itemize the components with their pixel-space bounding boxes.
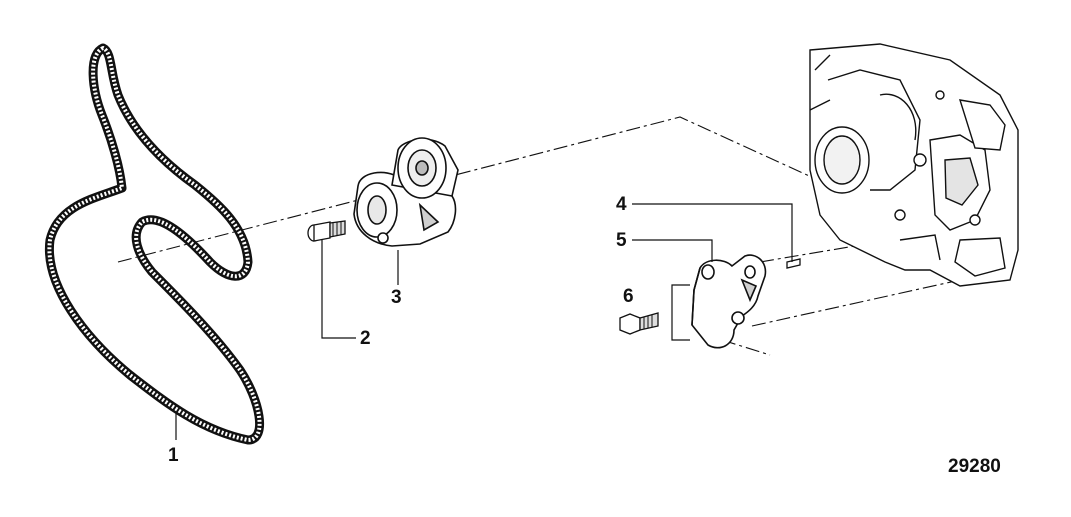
- callout-3: 3: [391, 287, 402, 308]
- callout-4: 4: [616, 194, 627, 215]
- alignment-line-bracket: [751, 279, 961, 327]
- leader-6-bracket: [671, 284, 690, 341]
- alignment-line-main: [117, 116, 819, 263]
- callout-5: 5: [616, 230, 627, 251]
- engine-front-cover: [809, 43, 1019, 287]
- callout-1: 1: [168, 445, 179, 466]
- tensioner-bolt: [307, 220, 346, 242]
- leader-5: [632, 239, 713, 262]
- callout-2: 2: [360, 328, 371, 349]
- dowel-pin: [786, 258, 801, 269]
- callout-leaders: [175, 203, 793, 440]
- leader-4: [632, 203, 793, 262]
- leader-2: [321, 240, 356, 339]
- callout-6: 6: [623, 286, 634, 307]
- tensioner-bracket: [691, 254, 767, 349]
- belt-tensioner: [353, 137, 459, 247]
- figure-number: 29280: [948, 456, 1001, 477]
- serpentine-belt: [44, 43, 265, 445]
- bracket-bolt: [619, 312, 659, 335]
